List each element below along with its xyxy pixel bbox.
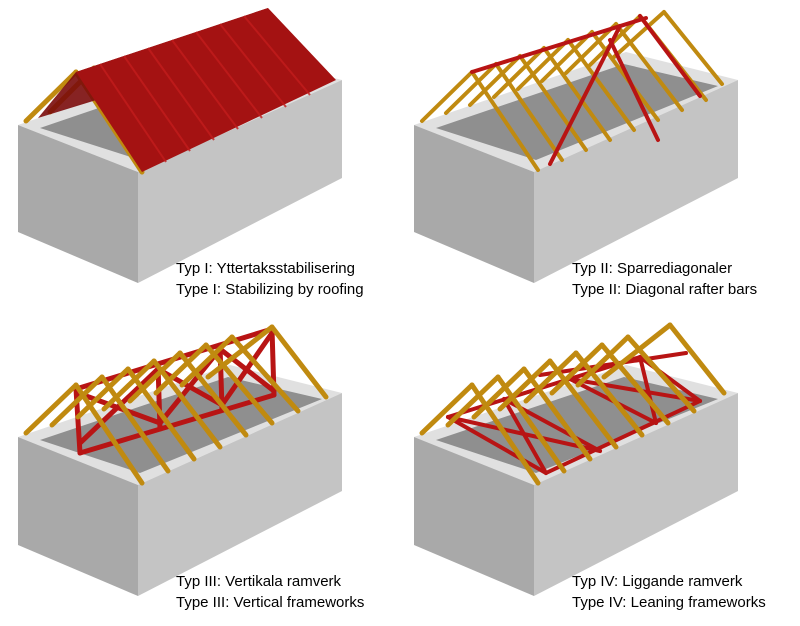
- caption-swedish: Typ III: Vertikala ramverk: [176, 573, 342, 590]
- caption-english: Type II: Diagonal rafter bars: [572, 281, 758, 298]
- caption-type-4: Typ IV: Liggande ramverk Type IV: Leanin…: [572, 571, 766, 613]
- caption-english: Type I: Stabilizing by roofing: [176, 281, 364, 298]
- panel-type-2: Typ II: Sparrediagonaler Type II: Diagon…: [400, 0, 800, 313]
- caption-swedish: Typ IV: Liggande ramverk: [572, 573, 743, 590]
- building-illustration-type-1: [18, 8, 342, 283]
- wall-front-right: [138, 393, 342, 596]
- caption-type-1: Typ I: Yttertaksstabilisering Type I: St…: [176, 258, 364, 300]
- caption-swedish: Typ II: Sparrediagonaler: [572, 260, 733, 277]
- caption-english: Type IV: Leaning frameworks: [572, 594, 766, 611]
- caption-swedish: Typ I: Yttertaksstabilisering: [176, 260, 355, 277]
- roof-rafter-lines: [99, 15, 311, 163]
- wall-front-left: [18, 437, 138, 596]
- wall-front-left: [414, 125, 534, 283]
- wall-front-right: [534, 80, 738, 283]
- caption-english: Type III: Vertical frameworks: [176, 594, 365, 611]
- rafters: [23, 324, 329, 486]
- wall-front-left: [18, 125, 138, 283]
- building-illustration-type-3: [18, 324, 342, 596]
- building-illustration-type-2: [414, 10, 738, 283]
- panel-type-1: Typ I: Yttertaksstabilisering Type I: St…: [0, 0, 400, 313]
- wall-front-right: [138, 80, 342, 283]
- building-illustration-type-4: [414, 322, 738, 596]
- caption-type-2: Typ II: Sparrediagonaler Type II: Diagon…: [572, 258, 757, 300]
- rafters: [419, 322, 727, 486]
- diagonal-bracing: [470, 14, 702, 166]
- caption-type-3: Typ III: Vertikala ramverk Type III: Ver…: [176, 571, 364, 613]
- wall-front-left: [414, 437, 534, 596]
- panel-type-4: Typ IV: Liggande ramverk Type IV: Leanin…: [400, 313, 800, 626]
- rafters: [420, 10, 724, 172]
- vertical-frames: [73, 326, 277, 456]
- wall-front-right: [534, 393, 738, 596]
- panel-type-3: Typ III: Vertikala ramverk Type III: Ver…: [0, 313, 400, 626]
